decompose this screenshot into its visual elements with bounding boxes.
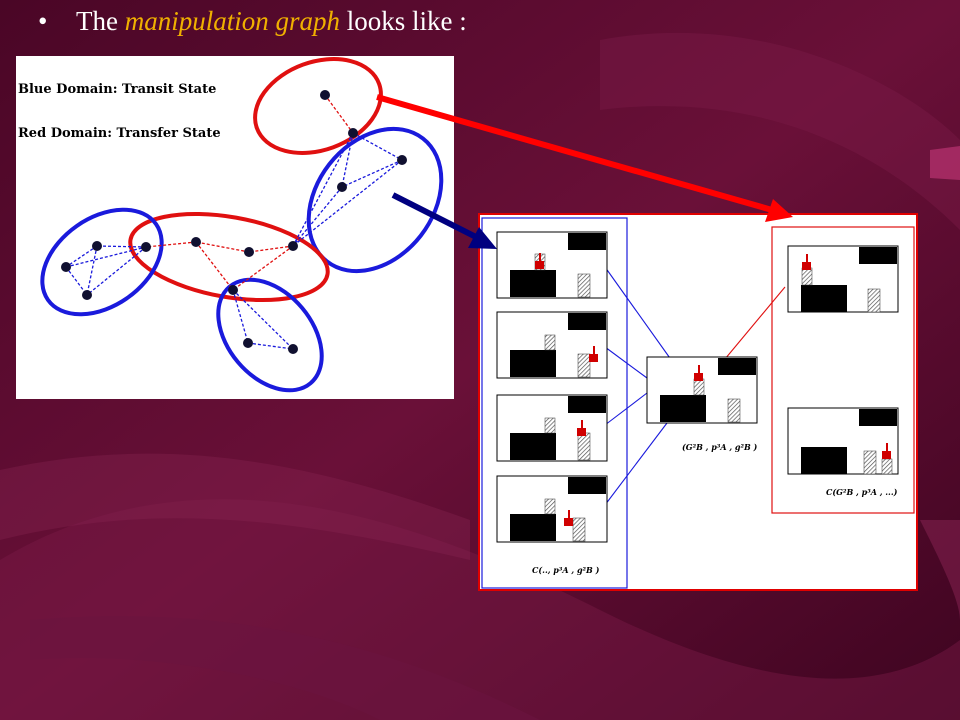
legend-red-domain: Red Domain: Transfer State [18, 126, 221, 141]
bullet-marker: • [38, 6, 48, 36]
configuration-states-panel: C(.., p³A , g²B ) (G²B , p³A , g²B ) C(G… [478, 213, 918, 591]
state-box [496, 311, 608, 379]
edge [341, 132, 354, 188]
link-line [724, 286, 786, 360]
graph-node [61, 262, 71, 272]
state-box [646, 356, 758, 424]
graph-node [320, 90, 330, 100]
graph-drawing [40, 57, 444, 393]
edge [341, 159, 403, 188]
edge [232, 245, 294, 291]
navy-arrow [391, 192, 497, 249]
state-box [787, 407, 899, 475]
link-line [604, 422, 668, 506]
edge [86, 246, 147, 296]
link-line [604, 346, 648, 379]
edge [248, 245, 294, 253]
graph-node [288, 344, 298, 354]
state-box [496, 394, 608, 462]
edge [352, 132, 403, 161]
edge [145, 241, 197, 248]
edge [65, 266, 88, 296]
edge [65, 246, 147, 268]
graph-node [141, 242, 151, 252]
edge [292, 132, 354, 247]
red-domain-top [253, 57, 383, 155]
graph-node [228, 285, 238, 295]
link-line [604, 266, 673, 362]
red-group-frame [771, 226, 915, 514]
edge [232, 289, 249, 344]
graph-node [397, 155, 407, 165]
formula-right: C(G²B , p³A , ...) [826, 487, 898, 497]
graph-node [288, 241, 298, 251]
edge [292, 186, 343, 247]
graph-node [82, 290, 92, 300]
legend-blue-domain: Blue Domain: Transit State [18, 82, 217, 97]
state-box [787, 245, 899, 313]
edge [324, 94, 354, 134]
formula-middle: (G²B , p³A , g²B ) [682, 442, 758, 452]
graph-node [244, 247, 254, 257]
formula-left: C(.., p³A , g²B ) [532, 565, 600, 575]
graph-node [92, 241, 102, 251]
graph-node [348, 128, 358, 138]
graph-node [337, 182, 347, 192]
edge [292, 159, 403, 247]
red-arrow [376, 94, 793, 222]
manipulation-graph-panel: Blue Domain: Transit State Red Domain: T… [16, 56, 454, 399]
edge [232, 289, 294, 350]
edge [86, 245, 98, 296]
state-box [496, 231, 608, 299]
edge [65, 245, 98, 268]
edge [195, 241, 250, 253]
text-after: looks like : [346, 6, 467, 36]
blue-group-frame [481, 217, 628, 589]
slide-bullet-text: • The manipulation graph looks like : [38, 6, 467, 46]
edge [247, 342, 294, 350]
states-drawing [481, 217, 915, 589]
text-before: The [76, 6, 118, 36]
blue-domain-left [40, 207, 164, 317]
state-box [496, 475, 608, 543]
edge [96, 245, 147, 248]
graph-node [243, 338, 253, 348]
text-highlight: manipulation graph [124, 6, 340, 36]
link-line [604, 392, 648, 426]
edge [195, 241, 234, 291]
graph-node [191, 237, 201, 247]
